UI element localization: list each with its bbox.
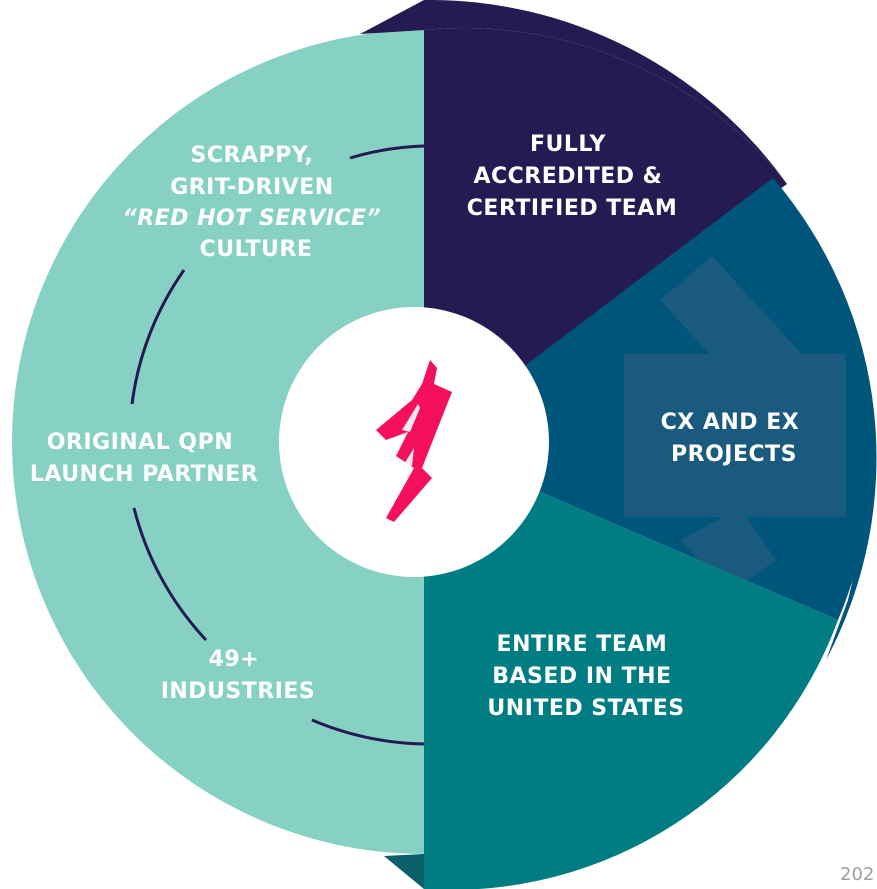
segment-us-team-tab xyxy=(384,854,424,889)
label-culture: SCRAPPY, GRIT-DRIVEN “RED HOT SERVICE” C… xyxy=(123,143,390,262)
label-us-team: ENTIRE TEAM BASED IN THE UNITED STATES xyxy=(487,632,684,721)
label-cx-ex: CX AND EX PROJECTS xyxy=(661,410,808,467)
label-accredited: FULLY ACCREDITED & CERTIFIED TEAM xyxy=(467,132,677,221)
connector-industries-bottom xyxy=(311,718,425,746)
segment-left-half xyxy=(12,30,424,854)
connector-qpn-industries xyxy=(132,507,208,642)
lightning-bolt-icon xyxy=(376,360,452,522)
label-qpn: ORIGINAL QPN LAUNCH PARTNER xyxy=(30,430,258,487)
page-number: 202 xyxy=(840,864,875,885)
connector-lines xyxy=(130,144,425,746)
connector-culture-qpn xyxy=(130,269,186,405)
segment-accredited-tab xyxy=(424,0,787,184)
label-industries: 49+ INDUSTRIES xyxy=(161,647,316,704)
arrow-overlay-icon xyxy=(624,256,846,580)
segment-us-team xyxy=(424,442,838,889)
connector-culture-top xyxy=(349,144,425,160)
